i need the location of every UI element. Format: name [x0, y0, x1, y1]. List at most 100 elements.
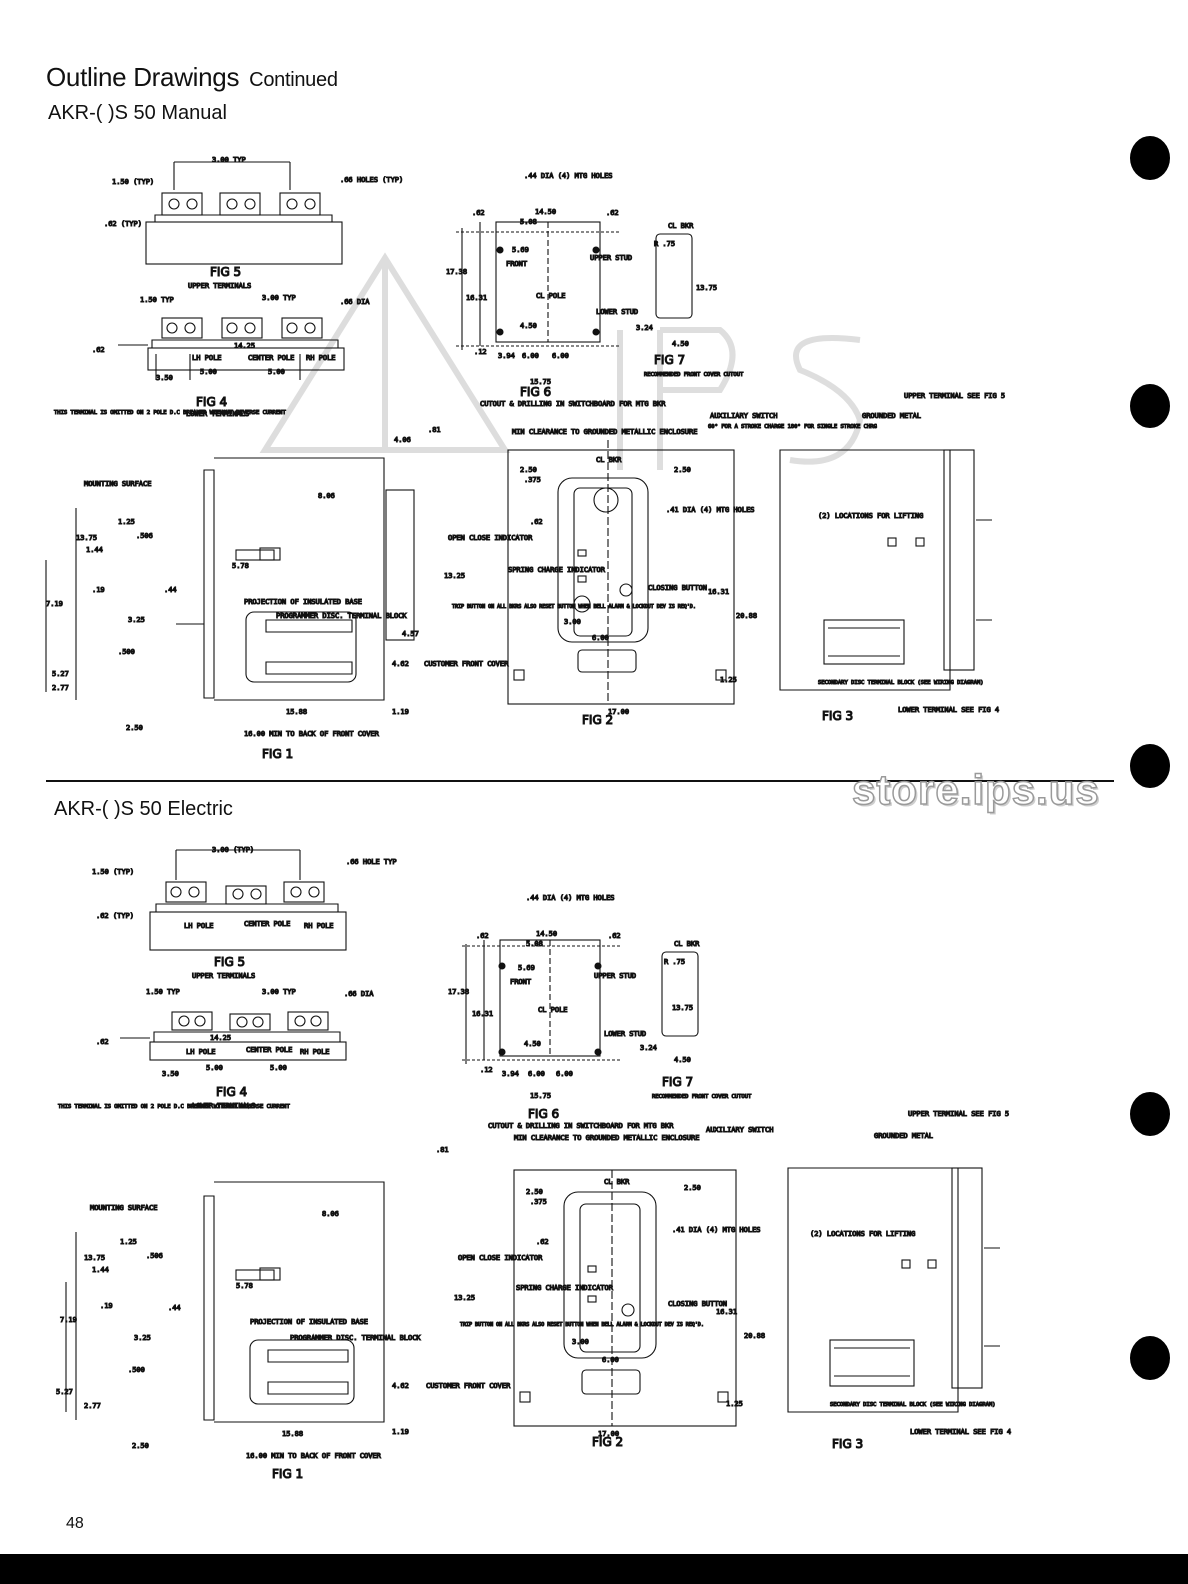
dim-label: .19	[92, 586, 105, 594]
section-divider	[46, 780, 1114, 782]
figure-subcaption: RECOMMENDED FRONT COVER CUTOUT	[652, 1094, 752, 1100]
manual-fig2	[507, 440, 735, 705]
figure-caption: FIG 4	[216, 1085, 247, 1099]
pole-label: RH POLE	[300, 1048, 330, 1056]
dim-label: .375	[524, 476, 541, 484]
electric-fig4	[120, 1011, 347, 1061]
dim-label: 15.88	[286, 708, 307, 716]
dim-label: 5.00	[270, 1064, 287, 1072]
dim-label: 1.44	[92, 1266, 109, 1274]
electric-fig1	[65, 1181, 385, 1423]
dim-label: 1.44	[86, 546, 103, 554]
dim-label: 1.25	[118, 518, 135, 526]
dim-label: 5.69	[512, 246, 529, 254]
dim-label: .44 DIA (4) MTG HOLES	[524, 172, 613, 180]
dim-label: 8.06	[318, 492, 335, 500]
figure-caption: FIG 1	[262, 747, 293, 761]
dim-label: 5.78	[236, 1282, 253, 1290]
figure-subcaption: LOWER TERMINALS	[192, 1102, 255, 1110]
dim-label: UPPER TERMINAL SEE FIG 5	[904, 392, 1005, 400]
dim-label: .62	[536, 1238, 549, 1246]
dim-label: .62	[92, 346, 105, 354]
section-heading-manual: AKR-( )S 50 Manual	[48, 102, 227, 124]
dim-label: 4.57	[402, 630, 419, 638]
dim-label: SECONDARY DISC TERMINAL BLOCK (SEE WIRIN…	[830, 1402, 996, 1408]
dim-label: FRONT	[510, 978, 532, 986]
dim-label: .66 HOLE TYP	[346, 858, 397, 866]
dim-label: 1.25	[726, 1400, 743, 1408]
dim-label: 5.00	[268, 368, 285, 376]
dim-label: .62	[608, 932, 621, 940]
dim-label: CL BKR	[668, 222, 694, 230]
dim-label: AUXILIARY SWITCH	[706, 1126, 773, 1134]
dim-label: .500	[118, 648, 135, 656]
dim-label: 16.31	[472, 1010, 493, 1018]
figure-caption: FIG 6	[528, 1107, 559, 1121]
dim-label: 7.19	[60, 1316, 77, 1324]
pole-label: CENTER POLE	[244, 920, 290, 928]
figure-caption: FIG 3	[822, 709, 853, 723]
dim-label: FRONT	[506, 260, 528, 268]
dim-label: 1.25	[720, 676, 737, 684]
dim-label: 1.50 (TYP)	[112, 178, 154, 186]
dim-label: OPEN CLOSE INDICATOR	[448, 534, 533, 542]
dim-label: 14.25	[234, 342, 255, 350]
electric-fig5	[149, 849, 347, 951]
dim-label: 13.75	[696, 284, 717, 292]
dim-label: (2) LOCATIONS FOR LIFTING	[810, 1230, 915, 1238]
figure-caption: FIG 4	[196, 395, 227, 409]
pole-label: LH POLE	[184, 922, 214, 930]
dim-label: 6.00	[528, 1070, 545, 1078]
dim-label: 2.50	[684, 1184, 701, 1192]
dim-label: .12	[480, 1066, 493, 1074]
dim-label: 3.24	[640, 1044, 657, 1052]
electric-fig2	[513, 1169, 737, 1427]
figure-subcaption: CUTOUT & DRILLING IN SWITCHBOARD FOR MTG…	[488, 1122, 674, 1130]
dim-label: GROUNDED METAL	[862, 412, 921, 420]
dim-label: 1.50 (TYP)	[92, 868, 134, 876]
dim-label: 6.00	[602, 1356, 619, 1364]
dim-label: .62	[530, 518, 543, 526]
dim-label: 5.27	[56, 1388, 73, 1396]
dim-label: 8.06	[322, 1210, 339, 1218]
dim-label: PROGRAMMER DISC. TERMINAL BLOCK	[276, 612, 407, 620]
dim-label: 3.25	[134, 1334, 151, 1342]
figure-subcaption: CUTOUT & DRILLING IN SWITCHBOARD FOR MTG…	[480, 400, 666, 408]
dim-label: 4.62	[392, 1382, 409, 1390]
manual-fig4	[118, 317, 345, 380]
dim-label: 1.25	[120, 1238, 137, 1246]
dim-label: LOWER TERMINAL SEE FIG 4	[898, 706, 999, 714]
dim-label: 6.00	[552, 352, 569, 360]
electric-fig7	[661, 951, 699, 1037]
dim-label: .62 (TYP)	[104, 220, 142, 228]
punch-hole	[1130, 136, 1170, 180]
dim-label: 2.50	[132, 1442, 149, 1450]
dim-label: CL BKR	[674, 940, 700, 948]
dim-label: 20.88	[736, 612, 757, 620]
dim-label: CL BKR	[604, 1178, 630, 1186]
punch-hole	[1130, 1092, 1170, 1136]
dim-label: OPEN CLOSE INDICATOR	[458, 1254, 543, 1262]
dim-label: SECONDARY DISC TERMINAL BLOCK (SEE WIRIN…	[818, 680, 984, 686]
dim-label: PROJECTION OF INSULATED BASE	[244, 598, 362, 606]
dim-label: 2.50	[674, 466, 691, 474]
bottom-border	[0, 1554, 1188, 1584]
dim-label: (2) LOCATIONS FOR LIFTING	[818, 512, 923, 520]
dim-label: CUSTOMER FRONT COVER	[424, 660, 509, 668]
section-heading-electric: AKR-( )S 50 Electric	[54, 798, 233, 820]
figure-caption: FIG 6	[520, 385, 551, 399]
dim-label: MOUNTING SURFACE	[84, 480, 151, 488]
dim-label: 4.50	[674, 1056, 691, 1064]
dim-label: 2.50	[126, 724, 143, 732]
pole-label: RH POLE	[306, 354, 336, 362]
dim-label: CL BKR	[596, 456, 622, 464]
note-text: THIS TERMINAL IS OMITTED ON 2 POLE D.C B…	[54, 410, 286, 416]
electric-fig3	[787, 1167, 1000, 1413]
figure-subcaption: LOWER TERMINALS	[186, 410, 249, 418]
dim-label: 16.31	[466, 294, 487, 302]
dim-label: 13.75	[672, 1004, 693, 1012]
dim-label: .66 HOLES (TYP)	[340, 176, 403, 184]
dim-label: .66 DIA	[340, 298, 370, 306]
dim-label: AUXILIARY SWITCH	[710, 412, 777, 420]
